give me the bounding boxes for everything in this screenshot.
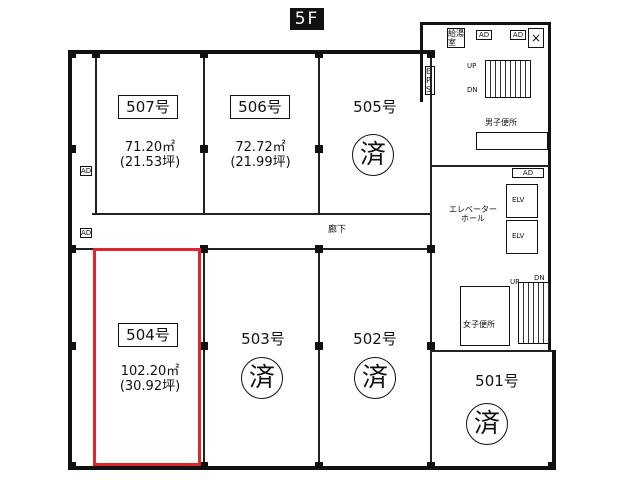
room-506-number: 506号 (230, 95, 290, 119)
column (315, 462, 323, 470)
stairs-down-label-2: DN (534, 274, 545, 282)
core-wall-top (420, 22, 550, 25)
womens-toilet-label: 女子便所 (463, 320, 495, 329)
room-502-leased-mark: 済 (354, 357, 396, 399)
column (68, 50, 76, 58)
corridor-label: 廊下 (328, 225, 347, 235)
room-504-highlight (93, 248, 201, 466)
column (200, 342, 208, 350)
partition-v-5 (203, 248, 205, 466)
column (427, 50, 435, 58)
column (427, 462, 435, 470)
elevator-2-label: ELV (512, 232, 525, 240)
outer-wall-right-lower (552, 350, 556, 470)
elevator-hall-label: エレベーター ホール (449, 205, 497, 223)
outer-wall-bottom (68, 466, 556, 470)
room-507-area-m2: 71.20㎡ (124, 140, 176, 155)
room-506-area-tsubo: (21.99坪) (230, 155, 291, 170)
close-icon: × (528, 28, 544, 48)
ad-top2-label: AD (510, 30, 526, 40)
column (68, 462, 76, 470)
column (427, 342, 435, 350)
column (200, 145, 208, 153)
column (315, 145, 323, 153)
room-506-area: 72.72㎡ (21.99坪) (208, 140, 313, 170)
partition-v-4 (430, 54, 432, 466)
core-wall-right (548, 22, 551, 352)
ad-left-top-label: AD (80, 166, 92, 176)
stairs-up-label-1: UP (467, 62, 477, 70)
elevator-1 (506, 184, 538, 218)
ad-top1-label: AD (476, 30, 492, 40)
column (68, 342, 76, 350)
eps-label: EPS (425, 66, 435, 95)
column (548, 462, 556, 470)
room-506-area-m2: 72.72㎡ (235, 140, 286, 155)
room-503-number: 503号 (241, 330, 285, 348)
stairs-upper (485, 60, 531, 98)
column (68, 245, 76, 253)
pipe-space-label: 給湯室 (447, 28, 465, 48)
room-504-number: 504号 (118, 323, 178, 347)
column (92, 50, 100, 58)
room-503-leased-mark: 済 (241, 357, 283, 399)
partition-v-1 (95, 54, 97, 214)
room-507-area: 71.20㎡ (21.53坪) (100, 140, 200, 170)
column (315, 342, 323, 350)
room-505-number: 505号 (353, 98, 397, 116)
room-501-number: 501号 (475, 372, 519, 390)
partition-h-lower (72, 248, 432, 250)
core-wall-left (420, 22, 423, 102)
elevator-2 (506, 220, 538, 254)
room-507-area-tsubo: (21.53坪) (119, 155, 181, 170)
room-507-number: 507号 (118, 95, 178, 119)
column (200, 245, 208, 253)
toilet-fixtures-mens (476, 132, 548, 150)
partition-v-2 (203, 54, 205, 214)
stairs-down-label-1: DN (467, 86, 478, 94)
room-505-leased-mark: 済 (352, 134, 394, 176)
partition-v-6 (318, 248, 320, 466)
toilet-fixtures-womens (460, 286, 510, 346)
partition-h-501 (432, 350, 552, 352)
mens-toilet-label: 男子便所 (485, 118, 517, 127)
column (315, 50, 323, 58)
column (200, 462, 208, 470)
column (68, 145, 76, 153)
partition-v-3 (318, 54, 320, 214)
outer-wall-top (68, 50, 432, 54)
room-504-area: 102.20㎡ (30.92坪) (100, 364, 200, 394)
stairs-lower (518, 282, 550, 344)
column (200, 50, 208, 58)
outer-wall-left (68, 50, 72, 470)
elevator-1-label: ELV (512, 196, 525, 204)
room-504-area-tsubo: (30.92坪) (119, 379, 181, 394)
room-501-leased-mark: 済 (466, 403, 508, 445)
ad-right-label: AD (512, 168, 544, 178)
partition-h-upper (92, 213, 430, 215)
room-502-number: 502号 (353, 330, 397, 348)
stairs-up-label-2: UP (510, 278, 520, 286)
ad-left-mid-label: AD (80, 228, 92, 238)
floor-label: 5F (290, 8, 324, 30)
partition-h-core (432, 165, 550, 167)
column (427, 245, 435, 253)
column (315, 245, 323, 253)
room-504-area-m2: 102.20㎡ (120, 364, 180, 379)
